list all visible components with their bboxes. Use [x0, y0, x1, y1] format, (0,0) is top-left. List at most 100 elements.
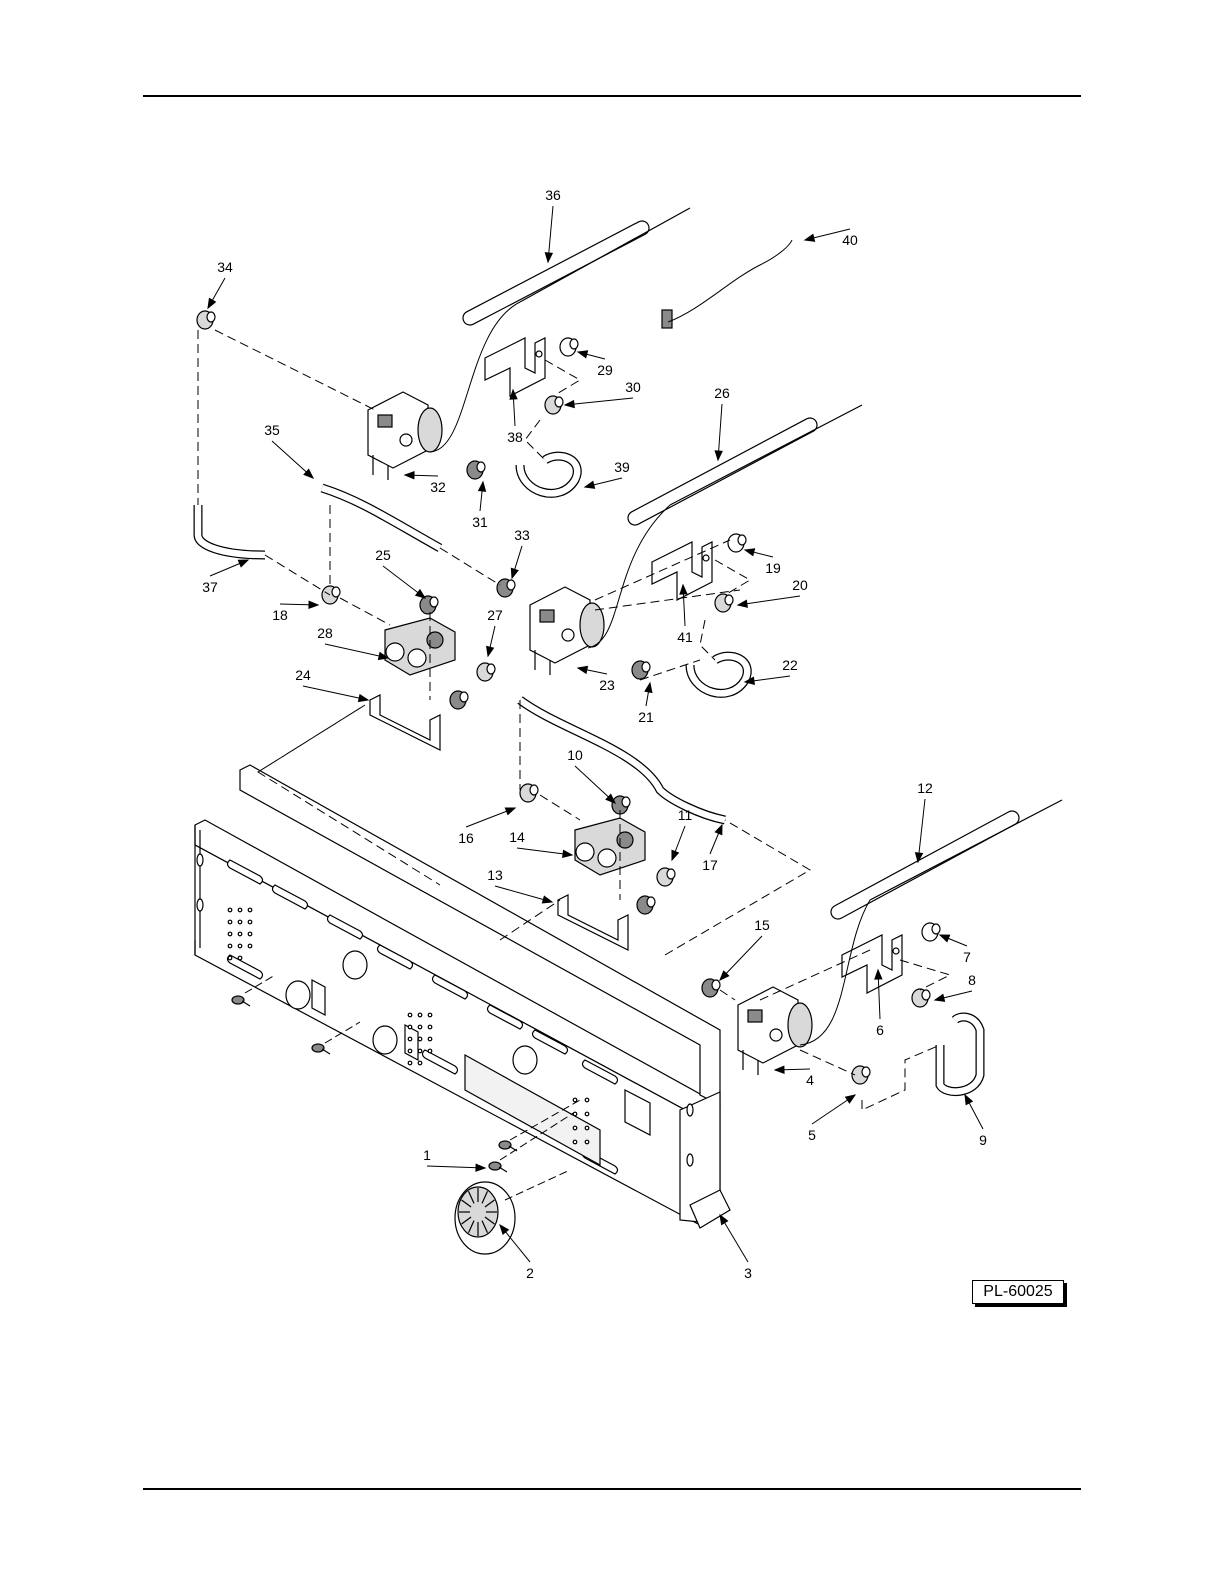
callout-arrow-7: [940, 935, 950, 942]
panel-pinhole: [573, 1126, 577, 1130]
fitting-16: [520, 784, 538, 802]
valve-14: [575, 818, 645, 875]
tube-37-inner: [198, 505, 265, 555]
callout-16: 16: [458, 830, 474, 846]
callout-21: 21: [638, 709, 654, 725]
screw: [232, 996, 250, 1006]
valve-diaphragm: [788, 1003, 812, 1047]
callout-39: 39: [614, 459, 630, 475]
panel-pinhole: [418, 1061, 422, 1065]
panel-pinhole: [228, 920, 232, 924]
panel-side-hole: [687, 1154, 693, 1166]
callout-8: 8: [968, 972, 976, 988]
bracket-hole: [703, 555, 709, 561]
burner-tube-36: [463, 221, 649, 325]
callout-arrow-25: [416, 590, 425, 598]
panel-pinhole: [418, 1025, 422, 1029]
callout-10: 10: [567, 747, 583, 763]
fitting-18: [322, 586, 340, 604]
fitting-end: [530, 785, 538, 795]
callout-arrow-23: [578, 666, 588, 673]
screw-25: [420, 596, 438, 614]
fitting-29: [560, 338, 578, 356]
fitting-21: [632, 661, 650, 679]
callout-arrow-13: [542, 896, 552, 903]
dashed-guide: [215, 330, 375, 410]
callout-arrow-4: [775, 1066, 784, 1073]
fitting-end: [487, 664, 495, 674]
fitting-30: [545, 396, 563, 414]
dashed-guide: [545, 360, 580, 395]
callout-arrow-21: [645, 683, 652, 692]
fitting-end: [460, 692, 468, 702]
panel-pinhole: [428, 1049, 432, 1053]
panel-pinhole: [238, 944, 242, 948]
panel-pinhole: [408, 1025, 412, 1029]
dashed-guide: [525, 420, 545, 460]
screw-10: [612, 796, 630, 814]
valve-bracket-13: [558, 895, 628, 950]
valve-28: [385, 618, 455, 675]
callout-18: 18: [272, 607, 288, 623]
panel-pinhole: [228, 932, 232, 936]
fitting-end: [477, 462, 485, 472]
thermocouple-connector: [662, 310, 672, 328]
callout-3: 3: [744, 1265, 752, 1281]
screw-head: [499, 1141, 511, 1149]
fitting-end: [725, 595, 733, 605]
parts-group: [195, 208, 1062, 1254]
bracket-body: [842, 935, 902, 993]
panel-side-hole: [687, 1104, 693, 1116]
burner-tube-body: [831, 811, 1019, 919]
panel-pinhole: [408, 1049, 412, 1053]
callout-19: 19: [765, 560, 781, 576]
panel-pinhole: [248, 932, 252, 936]
bracket-6: [842, 935, 902, 993]
fitting-end: [738, 535, 746, 545]
fitting-11: [657, 868, 675, 886]
panel-pinhole: [418, 1049, 422, 1053]
panel-pinhole: [238, 956, 242, 960]
burner-tube-body: [463, 221, 649, 325]
valve-knob: [562, 629, 574, 641]
fitting-end: [507, 580, 515, 590]
callout-arrow-11: [672, 850, 679, 860]
panel-hole: [513, 1046, 537, 1074]
panel-pinhole: [585, 1112, 589, 1116]
fitting-end: [570, 339, 578, 349]
drawing-id-plate: PL-60025: [972, 1280, 1064, 1304]
valve-bracket-body: [558, 895, 628, 950]
dual-valve-port: [598, 849, 616, 867]
callout-leader-12: [918, 799, 925, 862]
screw-head: [489, 1162, 501, 1170]
callout-arrow-14: [563, 850, 572, 857]
valve-32: [368, 392, 442, 480]
panel-pinhole: [228, 908, 232, 912]
callout-34: 34: [217, 259, 233, 275]
bracket-38: [485, 338, 545, 396]
screw-shank: [499, 1167, 507, 1172]
fitting-end: [207, 312, 215, 322]
callout-40: 40: [842, 232, 858, 248]
fitting-27: [477, 663, 495, 681]
panel-pinhole: [248, 920, 252, 924]
panel-pinhole: [585, 1098, 589, 1102]
dual-valve-port: [408, 649, 426, 667]
fitting-end: [712, 980, 720, 990]
panel-side-hole: [197, 899, 203, 911]
callout-arrow-3: [720, 1215, 728, 1225]
panel-pinhole: [418, 1037, 422, 1041]
panel-pinhole: [238, 908, 242, 912]
callout-35: 35: [264, 422, 280, 438]
callout-28: 28: [317, 625, 333, 641]
callout-31: 31: [472, 514, 488, 530]
panel-pinhole: [248, 944, 252, 948]
callout-23: 23: [599, 677, 615, 693]
callout-25: 25: [375, 547, 391, 563]
dashed-guide: [340, 598, 390, 625]
callout-24: 24: [295, 667, 311, 683]
panel-pinhole: [585, 1126, 589, 1130]
callout-arrow-39: [585, 481, 595, 488]
panel-pinhole: [408, 1037, 412, 1041]
fitting-end: [932, 924, 940, 934]
